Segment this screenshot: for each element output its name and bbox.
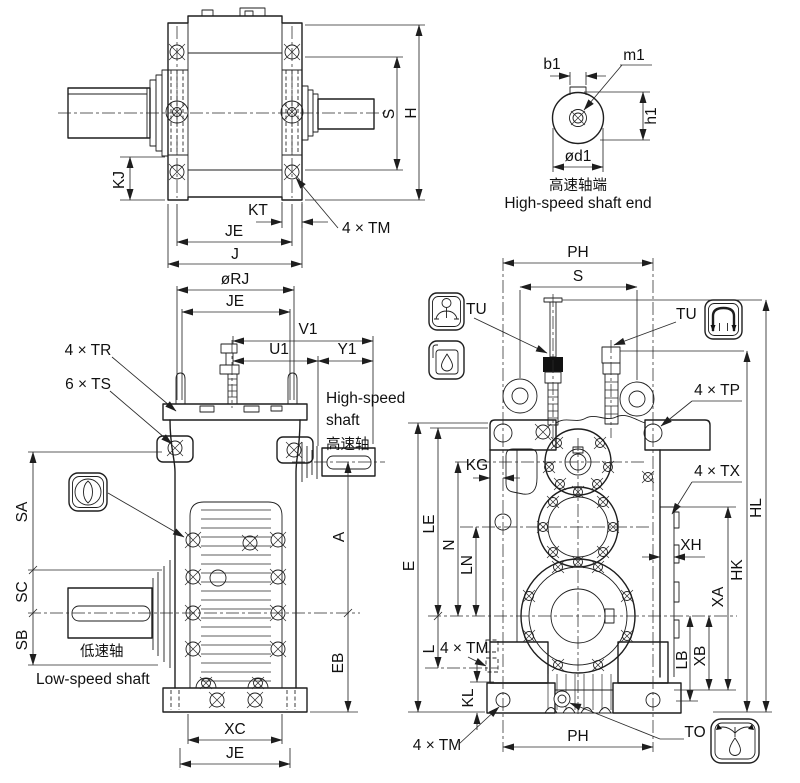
sight-glass-leader [107, 492, 185, 538]
dim-label-le: LE [421, 515, 438, 534]
housing-outline [167, 7, 303, 201]
keyway [569, 86, 587, 95]
dim-label-tr: 4 × TR [65, 342, 112, 359]
dim-label-ph-bottom: PH [567, 728, 589, 745]
label-low-speed-zh: 低速轴 [80, 643, 124, 660]
dim-label-ph-top: PH [567, 244, 589, 261]
dim-label-sb: SB [14, 630, 31, 651]
housing-outline [485, 414, 711, 714]
dim-label-n: N [441, 539, 458, 550]
dim-label-lb: LB [674, 651, 691, 670]
dim-label-j: J [231, 246, 239, 263]
cooling-fins [544, 674, 612, 714]
dim-label-b1: b1 [543, 56, 560, 73]
icon-oil-fill [704, 299, 743, 340]
dim-label-v1: V1 [299, 321, 318, 338]
dim-label-tm: 4 × TM [342, 220, 390, 237]
icon-oil-drain [710, 718, 760, 764]
dim-label-kj: KJ [111, 171, 128, 189]
centerlines [28, 340, 385, 614]
icon-oil-dipstick [428, 340, 465, 380]
label-high-speed-zh: 高速轴 [326, 436, 370, 453]
caption-en: High-speed shaft end [504, 195, 651, 212]
dim-label-ln: LN [459, 555, 476, 575]
dimensions-side-view: PH S TU TU 4 × TP 4 × TX KG E LE [401, 244, 772, 754]
dim-label-xh: XH [680, 537, 702, 554]
lifting-eyes [502, 378, 655, 417]
dim-label-eb: EB [330, 653, 347, 674]
view-top: KJ KT JE J S H 4 × TM [58, 7, 425, 268]
dim-label-tp: 4 × TP [694, 382, 740, 399]
label-high-speed-2: shaft [326, 412, 360, 429]
dim-label-to: TO [684, 724, 705, 741]
dim-label-tm-mid: 4 × TM [440, 640, 488, 657]
dim-label-tu-right: TU [676, 306, 697, 323]
housing-bolts [166, 439, 303, 709]
dim-label-y1: Y1 [338, 341, 357, 358]
dim-label-je-bottom: JE [226, 745, 244, 762]
dim-label-je: JE [225, 223, 243, 240]
dim-label-ts: 6 × TS [65, 376, 111, 393]
cooling-fins [201, 509, 271, 682]
dim-label-sc: SC [14, 581, 31, 603]
dim-label-xb: XB [692, 646, 709, 667]
icon-breather-valve [428, 292, 465, 331]
dim-label-kl: KL [460, 688, 477, 707]
dim-label-sa: SA [14, 501, 31, 522]
dimensions-front-view: øRJ JE V1 U1 Y1 4 × TR 6 × TS SA SC SB A [14, 271, 374, 768]
dim-label-rj: øRJ [221, 271, 249, 288]
dim-label-xa: XA [710, 586, 727, 607]
dim-label-kt: KT [248, 202, 268, 219]
dimensions-shaft-end: b1 m1 h1 ød1 [543, 47, 660, 172]
view-side: PH S TU TU 4 × TP 4 × TX KG E LE [401, 244, 772, 764]
housing-outline [156, 372, 314, 713]
dim-label-tm-bottom: 4 × TM [413, 737, 461, 754]
dimensions-top-view: KJ KT JE J S H 4 × TM [111, 24, 425, 268]
dim-label-kg: KG [466, 457, 488, 474]
dim-label-h: H [403, 107, 420, 118]
dim-label-s: S [573, 268, 583, 285]
oil-dipstick [219, 343, 240, 405]
view-front: øRJ JE V1 U1 Y1 4 × TR 6 × TS SA SC SB A [14, 271, 405, 768]
sight-glass-icon [68, 472, 108, 512]
dim-label-a: A [331, 531, 348, 542]
dim-label-u1: U1 [269, 341, 289, 358]
dim-label-l: L [421, 644, 438, 653]
caption-zh: 高速轴端 [549, 177, 607, 194]
dim-label-xc: XC [224, 721, 246, 738]
view-shaft-end-detail: b1 m1 h1 ød1 高速轴端 High-speed shaft end [504, 47, 660, 212]
dim-label-h1: h1 [643, 107, 660, 124]
dim-label-d1: ød1 [565, 148, 592, 165]
dim-label-tx: 4 × TX [694, 463, 740, 480]
dim-label-je-top: JE [226, 293, 244, 310]
dim-label-e: E [401, 561, 418, 571]
dim-label-hl: HL [748, 498, 765, 518]
dim-label-hk: HK [729, 559, 746, 581]
label-high-speed-1: High-speed [326, 390, 405, 407]
centerlines [425, 258, 737, 752]
dim-label-s: S [381, 109, 398, 119]
label-low-speed-en: Low-speed shaft [36, 671, 150, 688]
dim-label-tu-left: TU [466, 301, 487, 318]
shaft-section [551, 91, 605, 145]
dim-label-m1: m1 [623, 47, 645, 64]
